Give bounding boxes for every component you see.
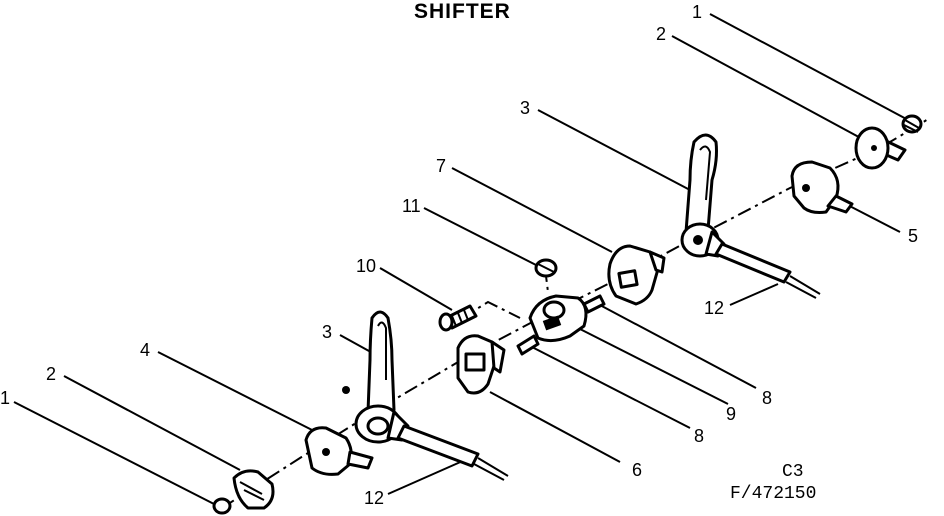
leader-6: [489, 391, 621, 463]
leader-10: [379, 267, 453, 311]
leader-12-top: [729, 283, 779, 306]
callout-7: 7: [436, 156, 446, 176]
leader-2-top: [671, 35, 869, 143]
callout-9: 9: [726, 404, 736, 424]
callout-3-bottom: 3: [322, 322, 332, 342]
callout-4: 4: [140, 340, 150, 360]
callout-3-top: 3: [520, 98, 530, 118]
cam-plate-left: [304, 426, 374, 476]
bracket-6: [456, 334, 506, 395]
cable-bottom: [396, 424, 509, 481]
cam-plate-right: [790, 160, 854, 214]
figure-code-line2: F/472150: [730, 484, 817, 504]
leader-4: [157, 351, 321, 435]
callout-2-top: 2: [656, 24, 666, 44]
callout-1-bottom: 1: [0, 388, 10, 408]
callout-10: 10: [356, 256, 376, 276]
leader-1-bottom: [13, 401, 215, 505]
leader-2-bottom: [63, 375, 241, 471]
diagram-title: SHIFTER: [414, 0, 511, 23]
nut-11: [534, 258, 558, 278]
shift-lever-bottom: [342, 310, 410, 444]
screw-8-a: [582, 294, 606, 314]
leader-3-top: [537, 109, 691, 191]
leader-9: [577, 327, 729, 405]
leader-1-top: [709, 13, 913, 123]
hex-nut-bottom: [212, 497, 232, 515]
callout-8-b: 8: [694, 426, 704, 446]
leader-8-b: [529, 345, 691, 429]
cable-top: [714, 242, 821, 299]
screw-8-b: [516, 334, 540, 356]
callout-11: 11: [402, 196, 421, 216]
leader-8-a: [597, 303, 757, 389]
leader-11: [423, 207, 539, 267]
callout-12-top: 12: [704, 298, 724, 318]
clamp-body-9: [528, 294, 588, 343]
figure-code-line1: C3: [782, 462, 804, 482]
callout-12-bottom: 12: [364, 488, 384, 508]
callout-1-top: 1: [692, 2, 702, 22]
callout-5: 5: [908, 226, 918, 246]
callout-8-a: 8: [762, 388, 772, 408]
callout-2-bottom: 2: [46, 364, 56, 384]
leader-7: [451, 167, 613, 253]
bracket-7: [607, 244, 666, 306]
callout-6: 6: [632, 460, 642, 480]
washer-top: [854, 126, 907, 170]
screw-10: [438, 304, 478, 332]
washer-bottom: [232, 469, 275, 510]
shift-lever-top: [680, 133, 726, 258]
hex-nut-top: [901, 114, 923, 134]
